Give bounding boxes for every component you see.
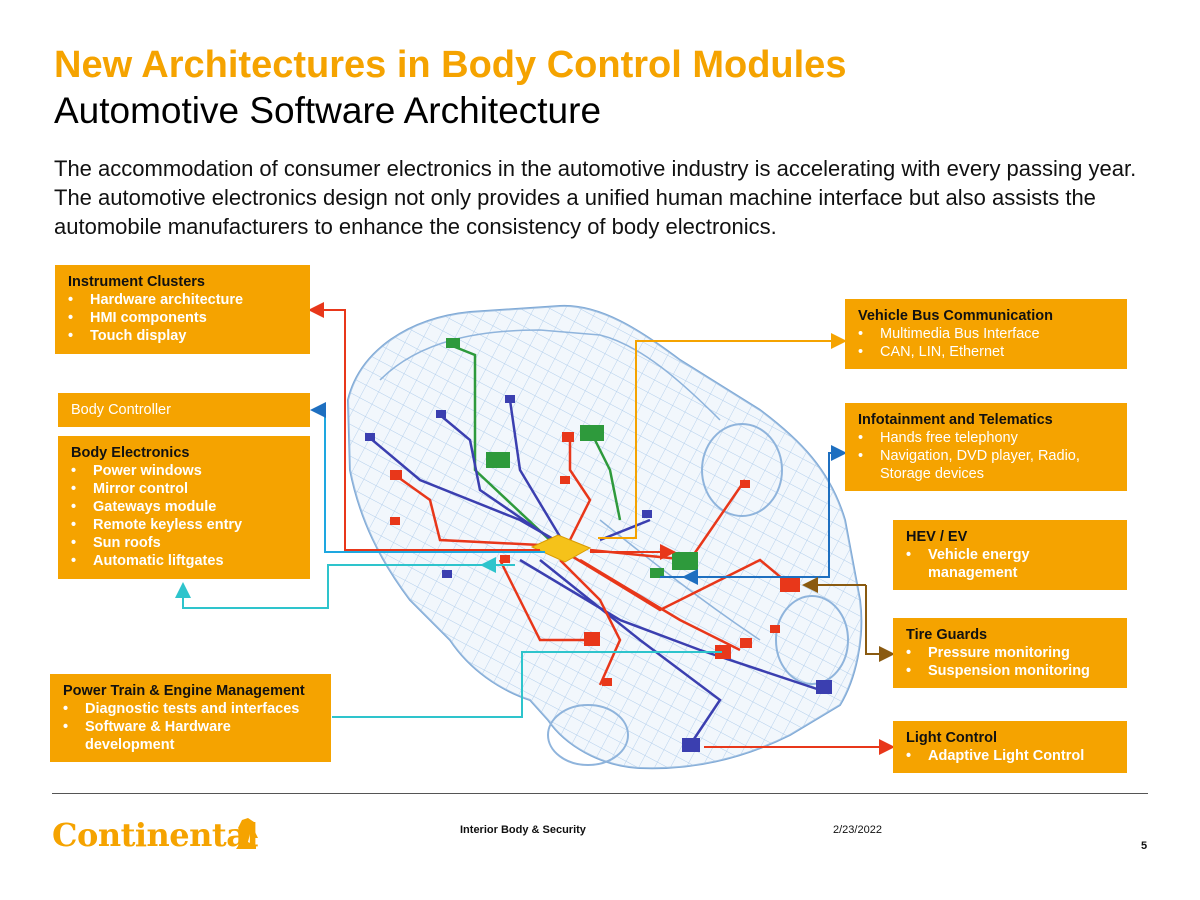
footer-department: Interior Body & Security [460, 824, 586, 836]
box-body-controller: Body Controller [58, 393, 310, 427]
continental-logo: Continental [52, 816, 259, 854]
box-instrument-clusters: Instrument Clusters Hardware architectur… [55, 265, 310, 354]
list-item: Sun roofs [71, 534, 300, 552]
slide-title: New Architectures in Body Control Module… [54, 44, 847, 86]
list-item: Gateways module [71, 498, 300, 516]
box-title: Vehicle Bus Communication [858, 308, 1053, 324]
slide-subtitle: Automotive Software Architecture [54, 90, 602, 131]
box-power-train: Power Train & Engine Management Diagnost… [50, 674, 331, 762]
list-item: Diagnostic tests and interfaces [63, 700, 321, 718]
box-title: Light Control [906, 730, 998, 746]
list-item: Automatic liftgates [71, 552, 300, 570]
box-body-electronics: Body Electronics Power windows Mirror co… [58, 436, 310, 579]
box-title: Tire Guards [906, 627, 988, 643]
box-infotainment: Infotainment and Telematics Hands free t… [845, 403, 1127, 491]
footer-date: 2/23/2022 [833, 824, 882, 836]
list-item: Touch display [68, 327, 300, 345]
list-item: CAN, LIN, Ethernet [858, 343, 1117, 361]
list-item: Suspension monitoring [906, 662, 1117, 680]
list-item: Power windows [71, 462, 300, 480]
box-title: Power Train & Engine Management [63, 683, 305, 699]
connector-lines [175, 302, 895, 755]
box-title: Body Controller [71, 402, 171, 418]
page-number: 5 [1141, 840, 1148, 852]
box-title: Body Electronics [71, 445, 190, 461]
box-title: Infotainment and Telematics [858, 412, 1053, 428]
box-hev-ev: HEV / EV Vehicle energy management [893, 520, 1127, 590]
list-item: Hardware architecture [68, 291, 300, 309]
list-item: Vehicle energy management [906, 546, 1117, 582]
box-title: Instrument Clusters [68, 274, 205, 290]
list-item: Hands free telephony [858, 429, 1117, 447]
box-light-control: Light Control Adaptive Light Control [893, 721, 1127, 773]
box-vehicle-bus: Vehicle Bus Communication Multimedia Bus… [845, 299, 1127, 369]
box-tire-guards: Tire Guards Pressure monitoring Suspensi… [893, 618, 1127, 688]
internal-wiring [369, 343, 821, 746]
box-title: HEV / EV [906, 529, 968, 545]
list-item: Navigation, DVD player, Radio, Storage d… [858, 447, 1117, 483]
ecu-modules [365, 338, 832, 752]
list-item: Pressure monitoring [906, 644, 1117, 662]
list-item: Multimedia Bus Interface [858, 325, 1117, 343]
intro-paragraph: The accommodation of consumer electronic… [54, 156, 1137, 239]
list-item: Adaptive Light Control [906, 747, 1117, 765]
footer-divider [52, 793, 1148, 794]
horse-logo-icon [236, 818, 258, 849]
list-item: HMI components [68, 309, 300, 327]
list-item: Mirror control [71, 480, 300, 498]
list-item: Software & Hardware development [63, 718, 321, 754]
list-item: Remote keyless entry [71, 516, 300, 534]
